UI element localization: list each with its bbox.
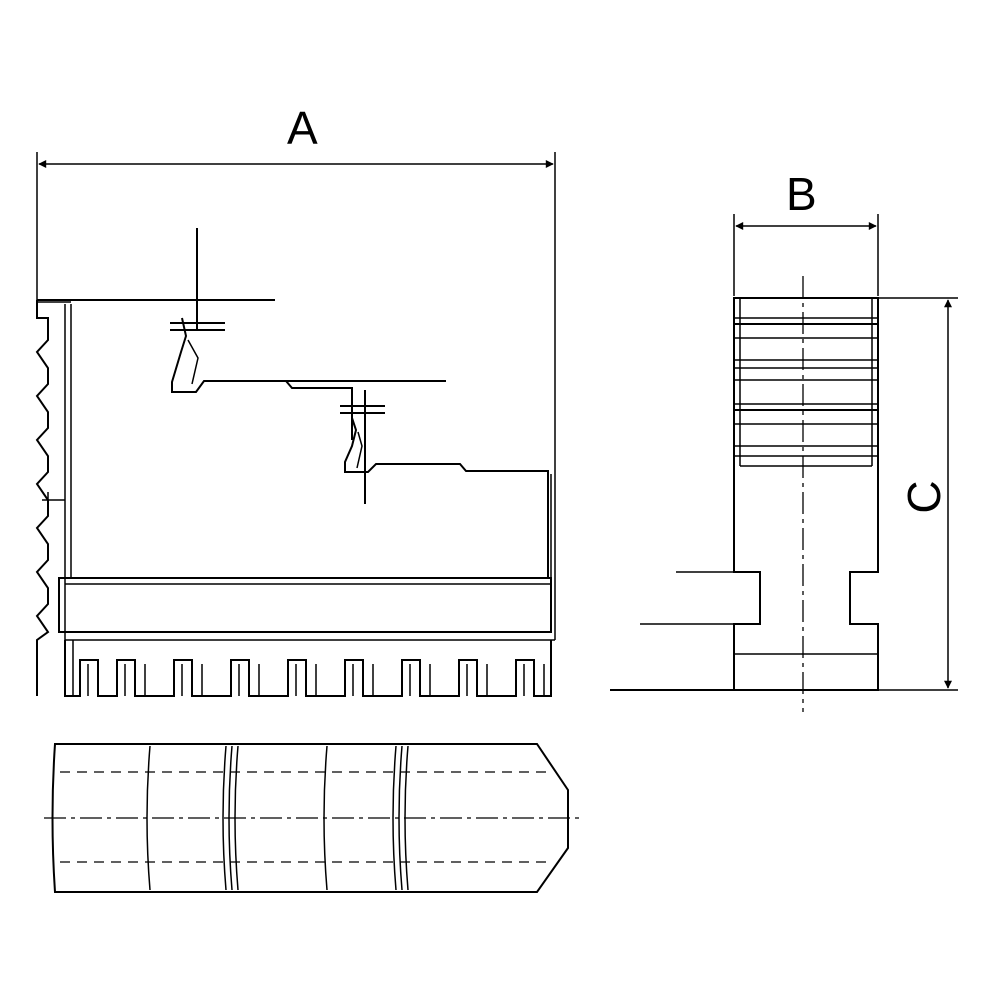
jaw-body-outline: [35, 228, 556, 697]
front-view: A: [35, 102, 556, 697]
side-view: B C: [610, 168, 958, 712]
dimension-label-b: B: [786, 168, 817, 220]
dimension-label-c: C: [898, 480, 950, 513]
dimension-c: C: [878, 297, 958, 691]
dimension-b: B: [733, 168, 879, 296]
plan-view: [44, 743, 582, 893]
side-profile-outline: [610, 276, 879, 712]
dimension-label-a: A: [287, 102, 318, 154]
dimension-a: A: [36, 102, 556, 470]
